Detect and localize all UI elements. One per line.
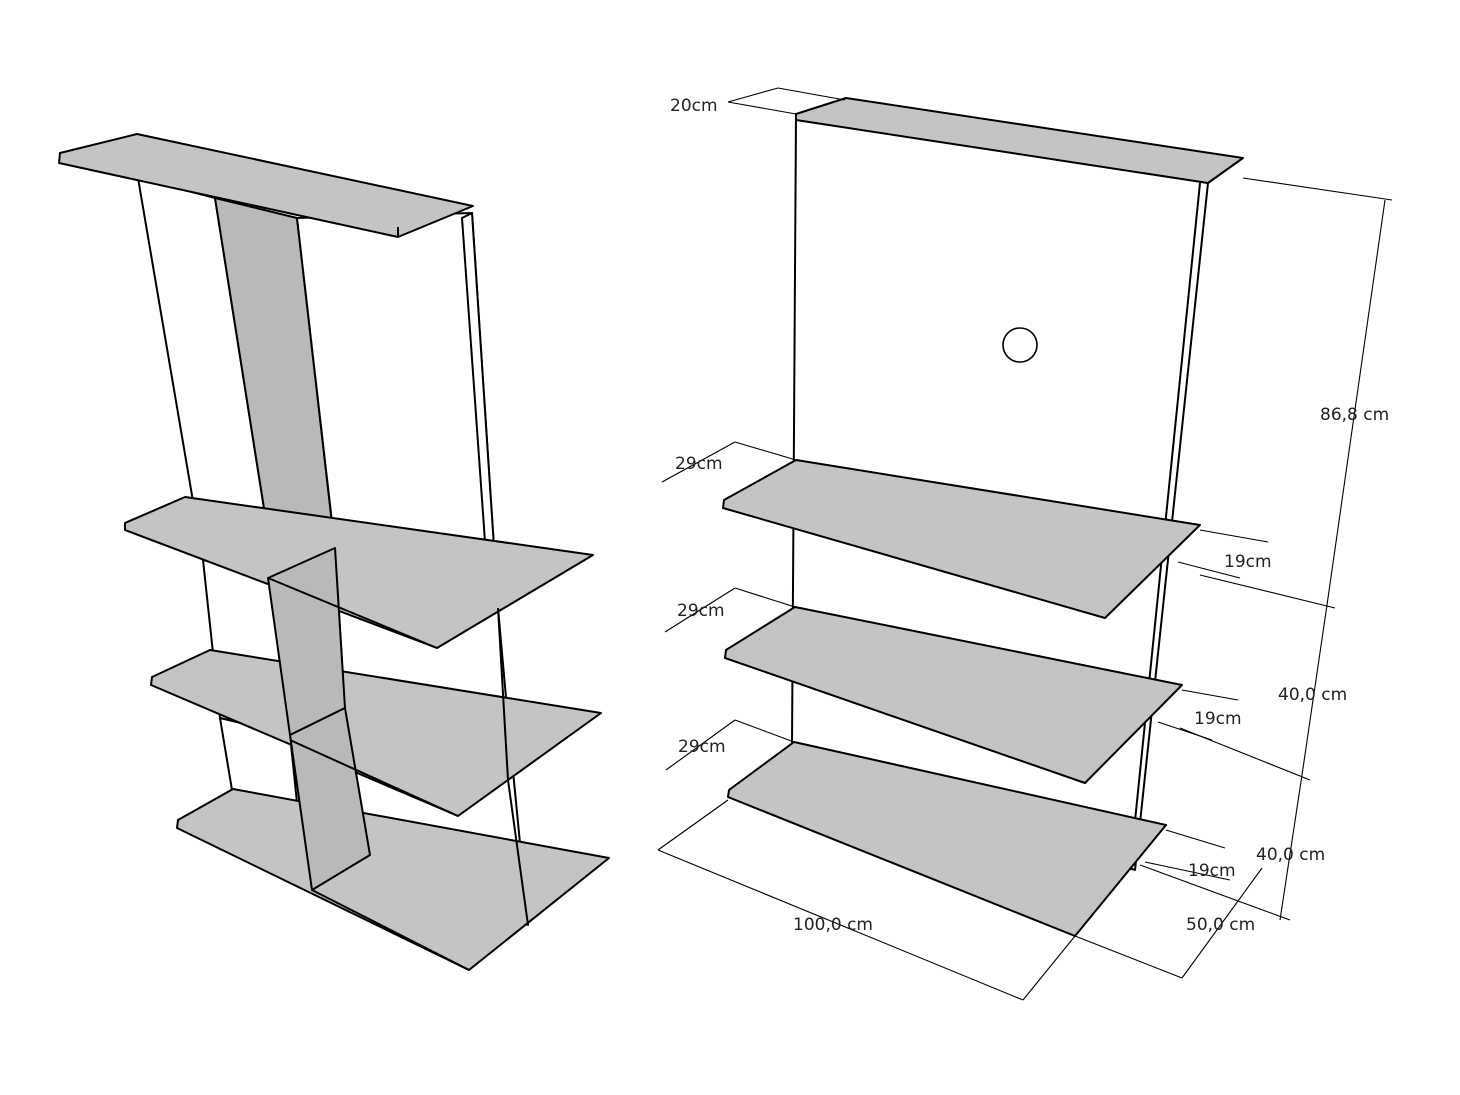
dim-gap-upper: 40,0 cm [1278, 685, 1347, 705]
left-shelf1-split [267, 577, 438, 649]
left-shelf3-split [311, 889, 470, 971]
left-shelf-3 [176, 788, 610, 971]
dim-top-depth: 20cm [670, 96, 718, 116]
dim-shelf2-depth: 29cm [677, 601, 725, 621]
left-right-edge-lower [497, 607, 509, 781]
left-divider-seg-2 [289, 707, 371, 891]
right-shelf-1 [722, 459, 1201, 619]
left-right-edge-bottom [507, 779, 529, 926]
dimension-labels: 20cm 86,8 cm 29cm 29cm 29cm 19cm 19cm 19… [670, 96, 1389, 935]
dim-depth: 50,0 cm [1186, 915, 1255, 935]
dim-gap-lower: 40,0 cm [1256, 845, 1325, 865]
left-shelf-1 [124, 496, 594, 649]
dim-shelf3-back: 19cm [1188, 861, 1236, 881]
dim-shelf1-back: 19cm [1224, 552, 1272, 572]
right-shelf-3 [727, 741, 1167, 937]
dim-shelf1-depth: 29cm [675, 454, 723, 474]
left-bookshelf-view [58, 133, 610, 971]
left-shelf-2 [150, 649, 602, 817]
dim-width: 100,0 cm [793, 915, 873, 935]
dim-shelf3-depth: 29cm [678, 737, 726, 757]
dim-total-height: 86,8 cm [1320, 405, 1389, 425]
right-shelf-2 [724, 606, 1183, 784]
right-top-board [795, 97, 1244, 184]
left-top-board [58, 133, 474, 238]
right-dimensioned-view [722, 97, 1244, 937]
dim-shelf2-back: 19cm [1194, 709, 1242, 729]
left-shelf2-split [289, 739, 459, 817]
cable-hole [1002, 327, 1038, 363]
dimension-lines [657, 87, 1393, 1001]
